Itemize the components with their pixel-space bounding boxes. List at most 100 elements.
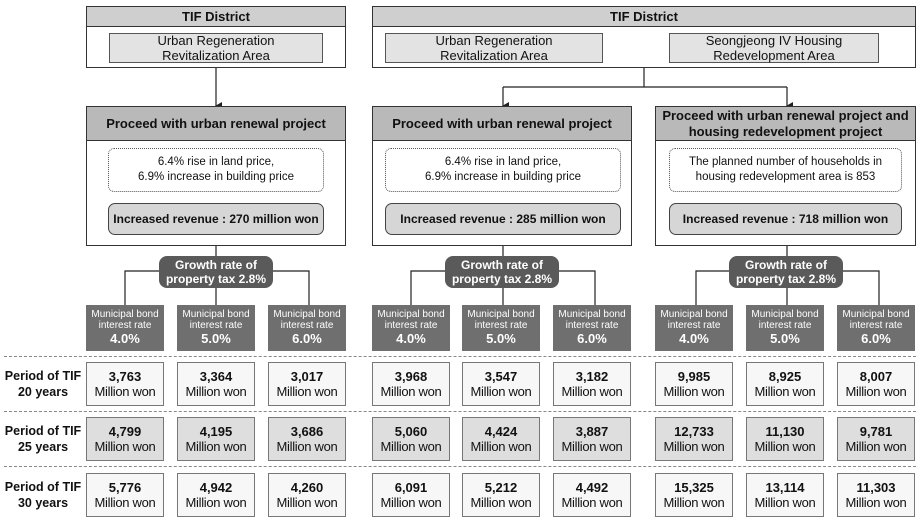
bond-rate-value: 6.0%	[861, 331, 891, 346]
bond-label-line: Municipal bond	[91, 309, 159, 320]
value-unit: Million won	[276, 495, 338, 510]
bond-label-line: interest rate	[280, 320, 334, 331]
period-label-20: Period of TIF 20 years	[4, 362, 82, 406]
bond-label-line: interest rate	[189, 320, 243, 331]
project-title: Proceed with urban renewal project	[87, 107, 345, 141]
value-number: 3,017	[290, 369, 324, 384]
value-unit: Million won	[380, 439, 442, 454]
period-label-line: 25 years	[17, 440, 69, 454]
bond-label-line: Municipal bond	[467, 309, 535, 320]
value-unit: Million won	[561, 439, 623, 454]
value-unit: Million won	[754, 439, 816, 454]
growth-line: Growth rate of	[460, 258, 543, 272]
value-unit: Million won	[663, 384, 725, 399]
value-unit: Million won	[754, 384, 816, 399]
detail-line: 6.9% increase in building price	[138, 171, 294, 183]
value-unit: Million won	[94, 384, 156, 399]
value-unit: Million won	[845, 495, 907, 510]
bond-label-line: interest rate	[849, 320, 903, 331]
project-detail: 6.4% rise in land price, 6.9% increase i…	[108, 148, 324, 192]
bond-rate-value: 5.0%	[486, 331, 516, 346]
value-unit: Million won	[470, 439, 532, 454]
bond-label-line: Municipal bond	[660, 309, 728, 320]
value-unit: Million won	[663, 439, 725, 454]
project-box-3: Proceed with urban renewal project and h…	[655, 106, 916, 246]
detail-line: housing redevelopment area is 853	[695, 171, 876, 183]
bond-label-line: Municipal bond	[751, 309, 819, 320]
value-number: 3,887	[575, 424, 609, 439]
increased-revenue: Increased revenue : 285 million won	[385, 203, 621, 235]
title-line: Proceed with urban renewal project and	[662, 107, 909, 123]
value-unit: Million won	[185, 495, 247, 510]
period-label-line: Period of TIF	[4, 369, 82, 383]
value-unit: Million won	[380, 495, 442, 510]
growth-line: Growth rate of	[174, 258, 257, 272]
value-unit: Million won	[470, 495, 532, 510]
value-number: 4,195	[199, 424, 233, 439]
growth-rate-badge: Growth rate of property tax 2.8%	[159, 256, 273, 288]
value-number: 4,260	[290, 480, 324, 495]
value-unit: Million won	[470, 384, 532, 399]
bond-label-line: Municipal bond	[182, 309, 250, 320]
value-unit: Million won	[845, 384, 907, 399]
value-unit: Million won	[561, 384, 623, 399]
increased-revenue: Increased revenue : 718 million won	[669, 203, 902, 235]
value-unit: Million won	[94, 495, 156, 510]
value-unit: Million won	[754, 495, 816, 510]
value-unit: Million won	[94, 439, 156, 454]
value-number: 8,925	[768, 369, 802, 384]
value-number: 3,182	[575, 369, 609, 384]
bond-rate-value: 4.0%	[679, 331, 709, 346]
value-number: 9,781	[859, 424, 893, 439]
value-number: 5,212	[484, 480, 518, 495]
growth-line: property tax 2.8%	[165, 272, 267, 286]
value-number: 9,985	[677, 369, 711, 384]
growth-line: property tax 2.8%	[451, 272, 553, 286]
bond-label-line: interest rate	[384, 320, 438, 331]
value-number: 3,763	[108, 369, 142, 384]
value-number: 4,424	[484, 424, 518, 439]
period-label-line: Period of TIF	[4, 424, 82, 438]
value-unit: Million won	[276, 439, 338, 454]
value-number: 4,942	[199, 480, 233, 495]
detail-line: 6.4% rise in land price,	[157, 156, 275, 168]
bond-rate-value: 4.0%	[396, 331, 426, 346]
project-detail: 6.4% rise in land price, 6.9% increase i…	[385, 148, 621, 192]
detail-line: The planned number of households in	[688, 156, 883, 168]
bond-label-line: interest rate	[758, 320, 812, 331]
value-number: 3,968	[394, 369, 428, 384]
value-number: 11,130	[765, 424, 805, 439]
value-number: 8,007	[859, 369, 893, 384]
increased-revenue: Increased revenue : 270 million won	[108, 203, 324, 235]
detail-line: 6.9% increase in building price	[425, 171, 581, 183]
bond-label-line: interest rate	[565, 320, 619, 331]
value-number: 15,325	[674, 480, 714, 495]
growth-line: property tax 2.8%	[735, 272, 837, 286]
bond-rate-value: 6.0%	[577, 331, 607, 346]
